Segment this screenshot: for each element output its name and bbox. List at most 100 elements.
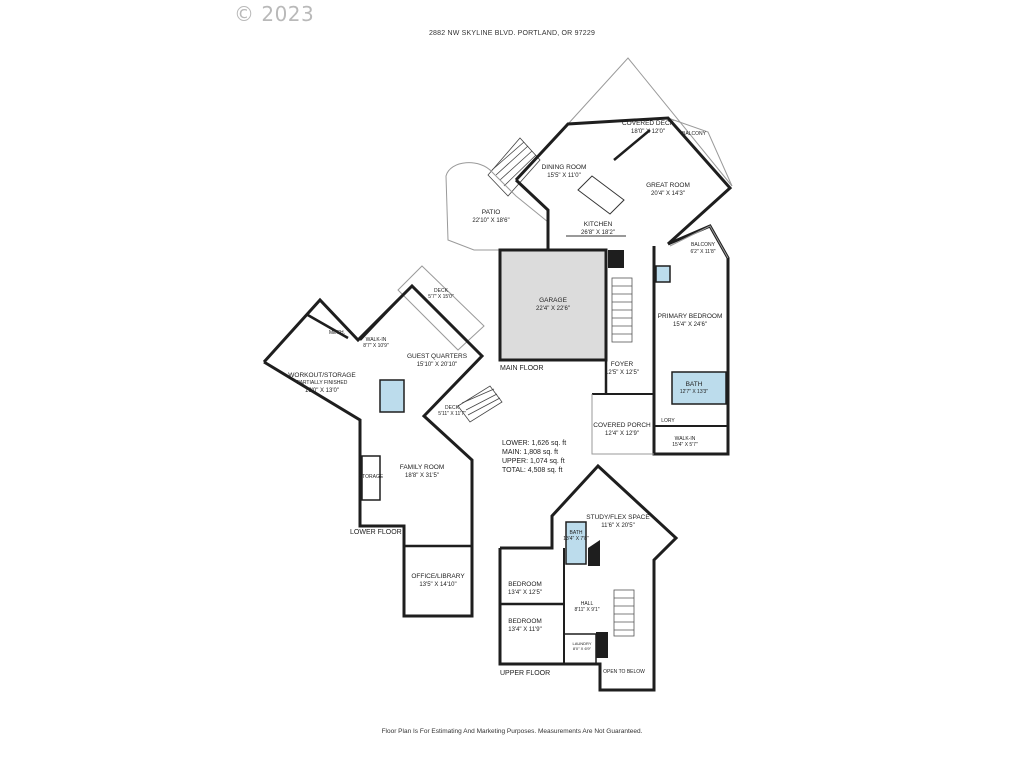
- laundry-name: LAUNDRY: [572, 641, 591, 646]
- workout-sub: PARTIALLY FINISHED: [297, 380, 348, 386]
- patio-outline: [445, 162, 549, 251]
- kitchen-dim: 26'8" X 18'2": [581, 230, 615, 236]
- bath-upper-name: BATH: [570, 530, 583, 536]
- deck-lower-name: DECK: [445, 405, 460, 411]
- patio-dim: 22'10" X 18'6": [472, 218, 509, 224]
- dining-room-name: DINING ROOM: [542, 164, 587, 171]
- total-all: TOTAL: 4,508 sq. ft: [502, 467, 562, 474]
- room-labels: COVERED DECK 18'0" X 12'0" BALCONY DININ…: [288, 120, 722, 675]
- guest-quarters-name: GUEST QUARTERS: [407, 353, 468, 360]
- guest-walk-in-wall: [359, 299, 399, 341]
- covered-deck-name: COVERED DECK: [622, 120, 675, 127]
- balcony-right-outline: [669, 225, 729, 259]
- total-main: MAIN: 1,808 sq. ft: [502, 449, 558, 456]
- deck-lower-top-outline: [397, 265, 485, 351]
- area-totals: LOWER: 1,626 sq. ft MAIN: 1,808 sq. ft U…: [502, 440, 566, 474]
- storage-name: STORAGE: [359, 474, 384, 480]
- garage-dim: 22'4" X 22'6": [536, 306, 570, 312]
- family-room-dim: 18'8" X 31'5": [405, 473, 439, 479]
- main-wall-outer: [514, 116, 733, 246]
- copyright-watermark: © 2023: [234, 2, 315, 26]
- balcony-right-name: BALCONY: [691, 242, 716, 248]
- foyer-stairs: [611, 277, 633, 343]
- garage-area: [498, 248, 608, 362]
- walk-in-lower-name: WALK-IN: [366, 337, 387, 343]
- study-name: STUDY/FLEX SPACE: [586, 514, 650, 521]
- deck-lower-dim: 5'11" X 11'7": [438, 411, 466, 417]
- main-floor-label: MAIN FLOOR: [500, 365, 544, 372]
- deck-lower-top-name: DECK: [434, 288, 449, 294]
- covered-deck-dim: 18'0" X 12'0": [631, 129, 665, 135]
- dining-room-dim: 15'5" X 11'0": [547, 173, 580, 179]
- hall-name: HALL: [581, 601, 594, 607]
- storage-closet: [361, 455, 381, 501]
- lower-floor-label: LOWER FLOOR: [350, 529, 402, 536]
- office-dim: 13'5" X 14'10": [419, 582, 456, 588]
- office-name: OFFICE/LIBRARY: [411, 573, 465, 580]
- lory-name: LORY: [661, 418, 675, 424]
- property-address: 2882 NW SKYLINE BLVD. PORTLAND, OR 97229: [428, 30, 596, 37]
- study-dim: 11'6" X 20'5": [601, 523, 634, 529]
- mech-wall: [305, 312, 349, 340]
- mech-name: MECH.: [329, 330, 345, 336]
- balcony-top-outline: [667, 117, 733, 187]
- total-lower: LOWER: 1,626 sq. ft: [502, 440, 566, 447]
- laundry-room: [563, 633, 597, 665]
- foyer-dim: 12'5" X 12'5": [605, 370, 639, 376]
- primary-bath-fill: [671, 371, 727, 405]
- bedroom1-name: BEDROOM: [508, 581, 542, 588]
- great-room-dim: 20'4" X 14'3": [651, 191, 685, 197]
- upper-wall-outer: [498, 463, 679, 692]
- lower-wall-outer: [262, 283, 485, 618]
- lower-bath-fill: [379, 379, 405, 413]
- hall-dim: 8'11" X 9'1": [574, 607, 599, 613]
- bedroom2-name: BEDROOM: [508, 618, 542, 625]
- open-below-name: OPEN TO BELOW: [603, 669, 645, 675]
- total-upper: UPPER: 1,074 sq. ft: [502, 458, 565, 465]
- bath-main-dim: 12'7" X 13'3": [680, 389, 708, 395]
- disclaimer-text: Floor Plan Is For Estimating And Marketi…: [381, 728, 643, 735]
- great-room-partition: [613, 129, 651, 161]
- upper-floor-label: UPPER FLOOR: [500, 670, 550, 677]
- covered-porch-outline: [591, 394, 654, 455]
- upper-stairs: [613, 589, 635, 637]
- upper-bath-fill: [565, 521, 587, 565]
- bath-upper-dim: 13'4" X 7'8": [563, 536, 589, 542]
- primary-bedroom-name: PRIMARY BEDROOM: [658, 313, 723, 320]
- foyer-name: FOYER: [611, 361, 634, 368]
- workout-dim: 19'0" X 13'0": [305, 388, 339, 394]
- lower-floor: [262, 265, 503, 618]
- balcony-top-name: BALCONY: [682, 131, 707, 137]
- walk-in-main-dim: 15'4" X 5'7": [672, 442, 698, 448]
- walk-in-lower-dim: 8'7" X 10'9": [363, 343, 389, 349]
- family-room-name: FAMILY ROOM: [400, 464, 445, 471]
- patio-stairs: [487, 137, 541, 197]
- main-wall-west: [514, 178, 550, 250]
- great-room-name: GREAT ROOM: [646, 182, 690, 189]
- kitchen-island: [577, 175, 625, 215]
- primary-wc-fill: [655, 265, 671, 283]
- covered-deck-outline: [567, 57, 733, 187]
- deck-lower-top-dim: 5'7" X 15'0": [428, 294, 454, 300]
- kitchen-name: KITCHEN: [584, 221, 613, 228]
- covered-porch-dim: 12'4" X 12'9": [605, 431, 639, 437]
- guest-quarters-dim: 15'10" X 20'10": [417, 362, 458, 368]
- patio-name: PATIO: [482, 209, 501, 216]
- bedroom1-dim: 13'4" X 12'5": [508, 590, 542, 596]
- floor-labels: MAIN FLOOR LOWER FLOOR UPPER FLOOR: [350, 365, 550, 677]
- bath-main-name: BATH: [686, 381, 703, 388]
- primary-bedroom-dim: 15'4" X 24'6": [673, 322, 707, 328]
- main-floor: [445, 57, 733, 456]
- garage-column: [608, 250, 624, 268]
- laundry-column: [596, 632, 608, 658]
- laundry-dim: 8'0" X 6'9": [573, 646, 592, 651]
- lower-deck-stairs: [457, 385, 503, 423]
- bedroom2-dim: 13'4" X 11'9": [508, 627, 541, 633]
- upper-floor: [498, 463, 679, 692]
- walk-in-main-name: WALK-IN: [675, 436, 696, 442]
- balcony-right-dim: 6'2" X 11'8": [690, 249, 715, 255]
- covered-porch-name: COVERED PORCH: [593, 422, 651, 429]
- workout-name: WORKOUT/STORAGE: [288, 372, 356, 379]
- upper-column: [588, 540, 600, 566]
